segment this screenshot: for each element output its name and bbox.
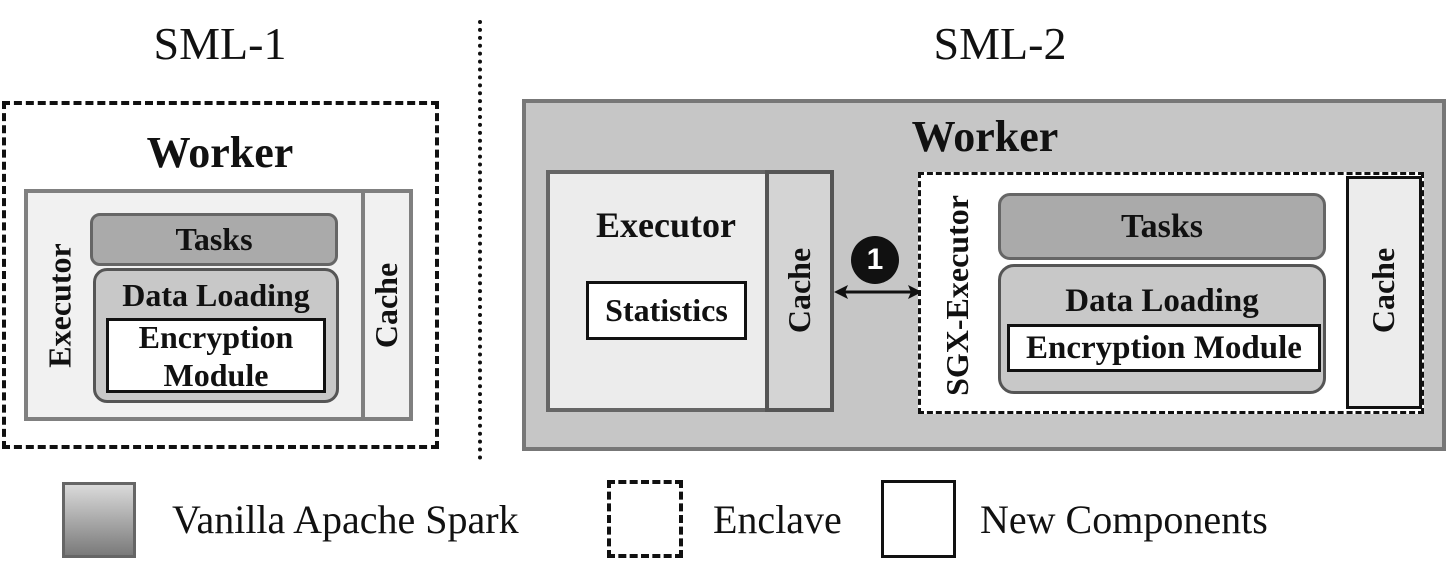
sml1-enclave-boundary — [2, 101, 439, 449]
sgx-cache-label-wrap: Cache — [1348, 200, 1420, 380]
sml1-data-loading-label: Data Loading — [122, 276, 310, 313]
sml2-executor-label: Executor — [596, 205, 736, 245]
sml2-cache-label-wrap: Cache — [767, 200, 832, 380]
sml2-cache-box — [765, 170, 834, 412]
sgx-encryption-module-box: Encryption Module — [1007, 324, 1321, 372]
bidirectional-arrow — [834, 285, 922, 299]
sml1-title: SML-1 — [153, 17, 287, 69]
legend-new-components-label: New Components — [980, 497, 1268, 542]
legend-enclave-label: Enclave — [713, 497, 842, 542]
sml2-statistics-box: Statistics — [586, 281, 747, 340]
legend-vanilla-swatch — [62, 482, 136, 558]
sml1-cache-label: Cache — [368, 262, 405, 348]
step-marker-badge: 1 — [851, 236, 899, 284]
sml1-tasks-box: Tasks — [90, 213, 338, 266]
sml1-cache-label-wrap: Cache — [363, 220, 411, 390]
legend-vanilla-label: Vanilla Apache Spark — [172, 497, 519, 542]
sml1-executor-label-wrap: Executor — [28, 220, 92, 390]
legend-new-components-swatch — [881, 480, 956, 558]
sgx-executor-label-wrap: SGX-Executor — [922, 180, 992, 410]
sml1-encryption-module-box: Encryption Module — [106, 318, 326, 393]
sml2-cache-label: Cache — [781, 247, 817, 333]
sgx-cache-box — [1346, 176, 1422, 409]
legend-enclave-swatch — [607, 480, 683, 558]
sml2-worker-title: Worker — [911, 111, 1059, 161]
sml1-cache-box — [361, 189, 413, 421]
sml1-encryption-line2: Module — [163, 356, 269, 393]
sgx-tasks-box: Tasks — [998, 193, 1326, 260]
sml1-executor-label: Executor — [41, 242, 78, 368]
sgx-executor-label: SGX-Executor — [938, 194, 975, 396]
sgx-cache-label: Cache — [1365, 247, 1402, 333]
sml1-worker-title: Worker — [146, 127, 294, 177]
sgx-data-loading-label: Data Loading — [1065, 282, 1259, 319]
section-divider — [478, 20, 482, 460]
sml1-encryption-line1: Encryption — [138, 318, 294, 355]
sml2-title: SML-2 — [933, 17, 1067, 69]
